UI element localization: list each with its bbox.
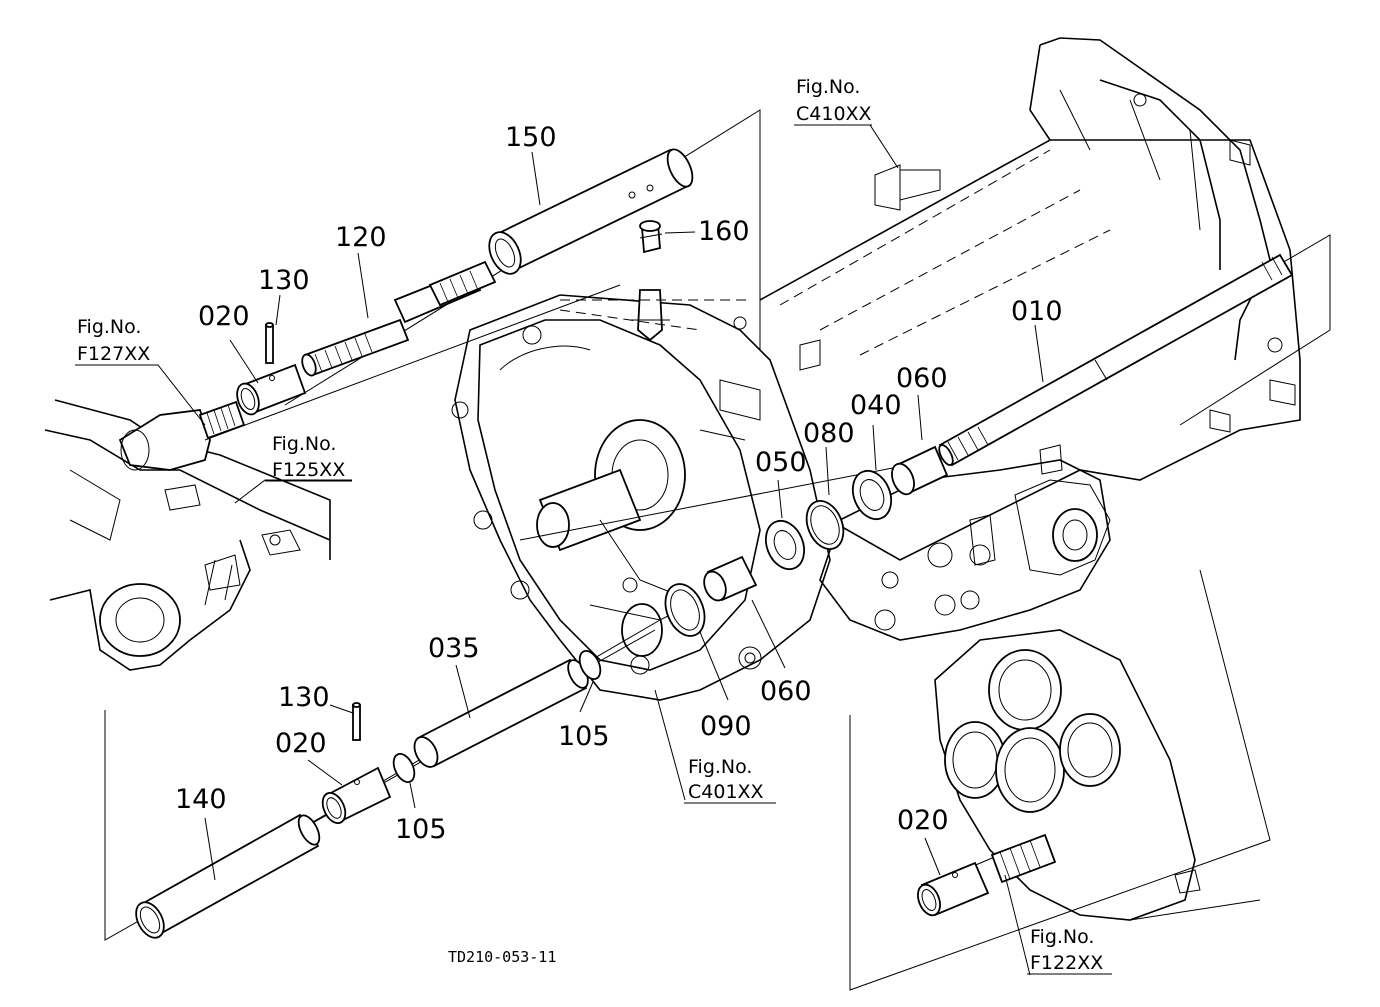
svg-text:Fig.No.: Fig.No. [688,756,752,778]
fig-ref-f122xx: Fig.No. F122XX [1027,926,1112,975]
part-140-tube [135,813,321,939]
part-050-seal [764,519,806,571]
label-130-upper: 130 [258,265,310,296]
part-160-fitting [639,220,663,254]
transmission-case-outline [733,37,1301,561]
right-spline-stub [990,833,1057,884]
svg-text:Fig.No.: Fig.No. [796,76,860,98]
svg-text:C410XX: C410XX [796,103,872,125]
part-080-ring [805,500,845,550]
part-035-pipe [413,658,589,768]
figure-references: Fig.No. C410XX Fig.No. F127XX Fig.No. F1… [75,76,1112,975]
svg-text:Fig.No.: Fig.No. [272,433,336,455]
label-140: 140 [175,784,227,815]
label-035: 035 [428,633,480,664]
part-105-o-ring-upper [578,649,602,681]
label-080: 080 [803,418,855,449]
svg-text:Fig.No.: Fig.No. [77,316,141,338]
fig-ref-c401xx: Fig.No. C401XX [684,756,776,804]
pump-housing-outline [819,444,1111,641]
left-spline-stub [198,400,246,440]
clutch-housing-outline [451,289,831,701]
label-060-upper: 060 [896,363,948,394]
label-150: 150 [505,122,557,153]
part-060-bushing-lower [703,555,758,602]
rear-cover-outline [934,629,1261,921]
part-120-shaft [301,260,497,377]
label-105-upper: 105 [558,721,610,752]
svg-text:F125XX: F125XX [272,459,345,481]
part-020-collar-right [917,861,990,917]
label-090: 090 [700,711,752,742]
svg-text:Fig.No.: Fig.No. [1030,926,1094,948]
label-020-right: 020 [897,805,949,836]
label-160: 160 [698,216,750,247]
fig-ref-f127xx: Fig.No. F127XX [75,316,158,366]
front-axle-bracket-outline [44,399,331,671]
part-060-bushing-upper [891,445,949,496]
fig-ref-c410xx: Fig.No. C410XX [794,76,872,126]
label-060-lower: 060 [760,676,812,707]
part-130-pin-upper [265,322,274,364]
part-150-tube [488,148,694,275]
label-130-lower: 130 [278,682,330,713]
label-040: 040 [850,390,902,421]
label-020-upper: 020 [198,301,250,332]
part-020-collar-lower [321,766,392,825]
part-040-bearing [851,469,893,521]
part-090-snap-ring [664,583,706,637]
part-020-collar-upper [236,363,307,416]
part-130-pin-lower [352,702,361,741]
part-105-o-ring-lower [392,752,416,784]
part-010-long-shaft [938,253,1294,467]
svg-text:F122XX: F122XX [1030,952,1103,974]
part-number-labels: 150 160 120 130 020 010 060 040 080 050 … [175,122,1063,845]
svg-text:C401XX: C401XX [688,781,764,803]
label-105-lower: 105 [395,814,447,845]
fig-ref-f125xx: Fig.No. F125XX [265,433,352,482]
label-120: 120 [335,222,387,253]
label-050: 050 [755,447,807,478]
drawing-code: TD210-053-11 [448,948,556,966]
label-020-lower: 020 [275,728,327,759]
label-010: 010 [1011,296,1063,327]
svg-text:F127XX: F127XX [77,343,150,365]
